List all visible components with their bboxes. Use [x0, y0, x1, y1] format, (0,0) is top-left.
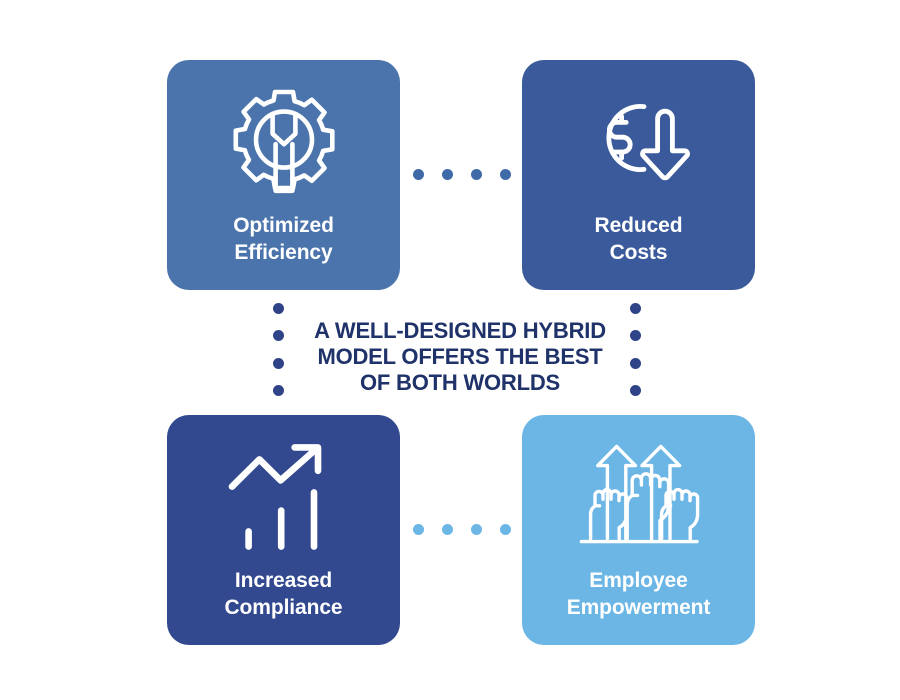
card-optimized-efficiency[interactable]: Optimized Efficiency: [167, 60, 400, 290]
connector-top-dots: [413, 168, 511, 180]
connector-dot: [471, 523, 482, 535]
connector-dot: [272, 303, 284, 314]
card-label: Increased Compliance: [224, 569, 343, 620]
connector-dot: [629, 303, 641, 314]
connector-dot: [272, 330, 284, 342]
card-employee-empowerment[interactable]: Employee Empowerment: [522, 415, 755, 645]
connector-dot: [471, 168, 482, 180]
raised-fists-arrows-icon: [573, 441, 705, 553]
headline-text: A WELL-DESIGNED HYBRID MODEL OFFERS THE …: [314, 318, 606, 395]
growth-chart-arrow-icon: [218, 441, 350, 553]
connector-dot: [413, 523, 424, 535]
connector-dot: [442, 523, 453, 535]
connector-dot: [413, 168, 424, 180]
connector-bottom-dots: [413, 523, 511, 535]
card-reduced-costs[interactable]: Reduced Costs: [522, 60, 755, 290]
connector-dot: [442, 168, 453, 180]
connector-dot: [629, 330, 641, 342]
card-increased-compliance[interactable]: Increased Compliance: [167, 415, 400, 645]
connector-left-dots: [272, 303, 284, 396]
card-label: Reduced Costs: [594, 214, 683, 265]
connector-dot: [500, 168, 511, 180]
connector-dot: [272, 384, 284, 396]
dollar-coin-down-arrow-icon: [573, 86, 705, 198]
connector-dot: [272, 357, 284, 369]
connector-dot: [500, 523, 511, 535]
card-label: Employee Empowerment: [566, 569, 711, 620]
connector-dot: [629, 357, 641, 369]
card-label: Optimized Efficiency: [233, 214, 334, 265]
connector-dot: [629, 384, 641, 396]
connector-right-dots: [629, 303, 641, 396]
gear-wrench-icon: [218, 86, 350, 198]
